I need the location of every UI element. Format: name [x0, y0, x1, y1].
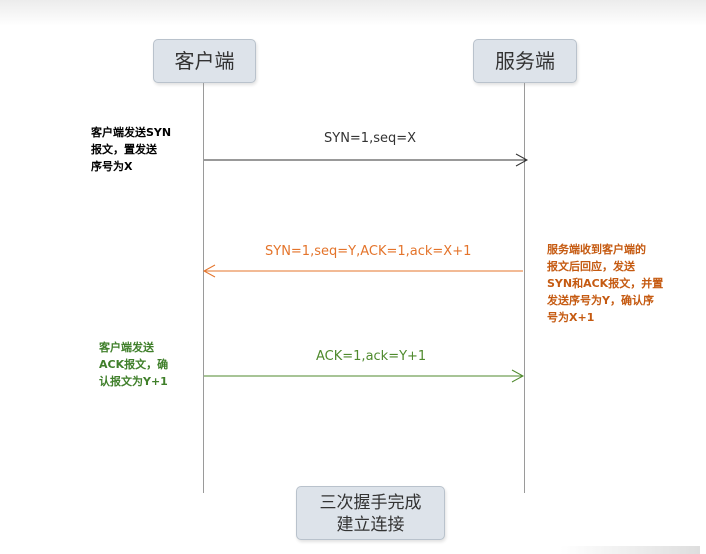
- server-note-line: 发送序号为Y，确认序: [547, 294, 654, 307]
- client-ack-note-line: 认报文为Y+1: [99, 375, 168, 388]
- syn-ack-arrow: [202, 264, 523, 278]
- client-ack-note: 客户端发送 ACK报文，确 认报文为Y+1: [99, 339, 168, 390]
- client-syn-note-line: 报文，置发送: [91, 143, 157, 156]
- top-shading: [0, 0, 706, 26]
- bottom-shading: [560, 546, 700, 554]
- completion-line: 建立连接: [336, 515, 405, 535]
- syn-ack-message-label: SYN=1,seq=Y,ACK=1,ack=X+1: [265, 244, 472, 259]
- completion-line: 三次握手完成: [319, 493, 422, 513]
- client-ack-note-line: ACK报文，确: [99, 358, 169, 371]
- server-box: 服务端: [473, 39, 577, 83]
- ack-message-label: ACK=1,ack=Y+1: [316, 349, 427, 364]
- syn-arrow: [204, 153, 529, 167]
- server-note-line: 报文后回应，发送: [547, 260, 635, 273]
- server-note-line: SYN和ACK报文，并置: [547, 277, 664, 290]
- server-lifeline: [524, 83, 525, 493]
- client-syn-note-line: 序号为X: [91, 160, 133, 173]
- client-syn-note: 客户端发送SYN 报文，置发送 序号为X: [91, 124, 171, 175]
- client-lifeline: [203, 83, 204, 493]
- server-note-line: 服务端收到客户端的: [547, 243, 646, 256]
- client-ack-note-line: 客户端发送: [99, 341, 154, 354]
- client-syn-note-line: 客户端发送SYN: [91, 126, 172, 139]
- ack-arrow: [204, 369, 525, 383]
- client-box: 客户端: [153, 39, 256, 83]
- server-syn-ack-note: 服务端收到客户端的 报文后回应，发送 SYN和ACK报文，并置 发送序号为Y，确…: [547, 241, 663, 326]
- handshake-complete-box: 三次握手完成 建立连接: [296, 486, 445, 540]
- syn-message-label: SYN=1,seq=X: [324, 131, 417, 146]
- server-note-line: 号为X+1: [547, 311, 595, 324]
